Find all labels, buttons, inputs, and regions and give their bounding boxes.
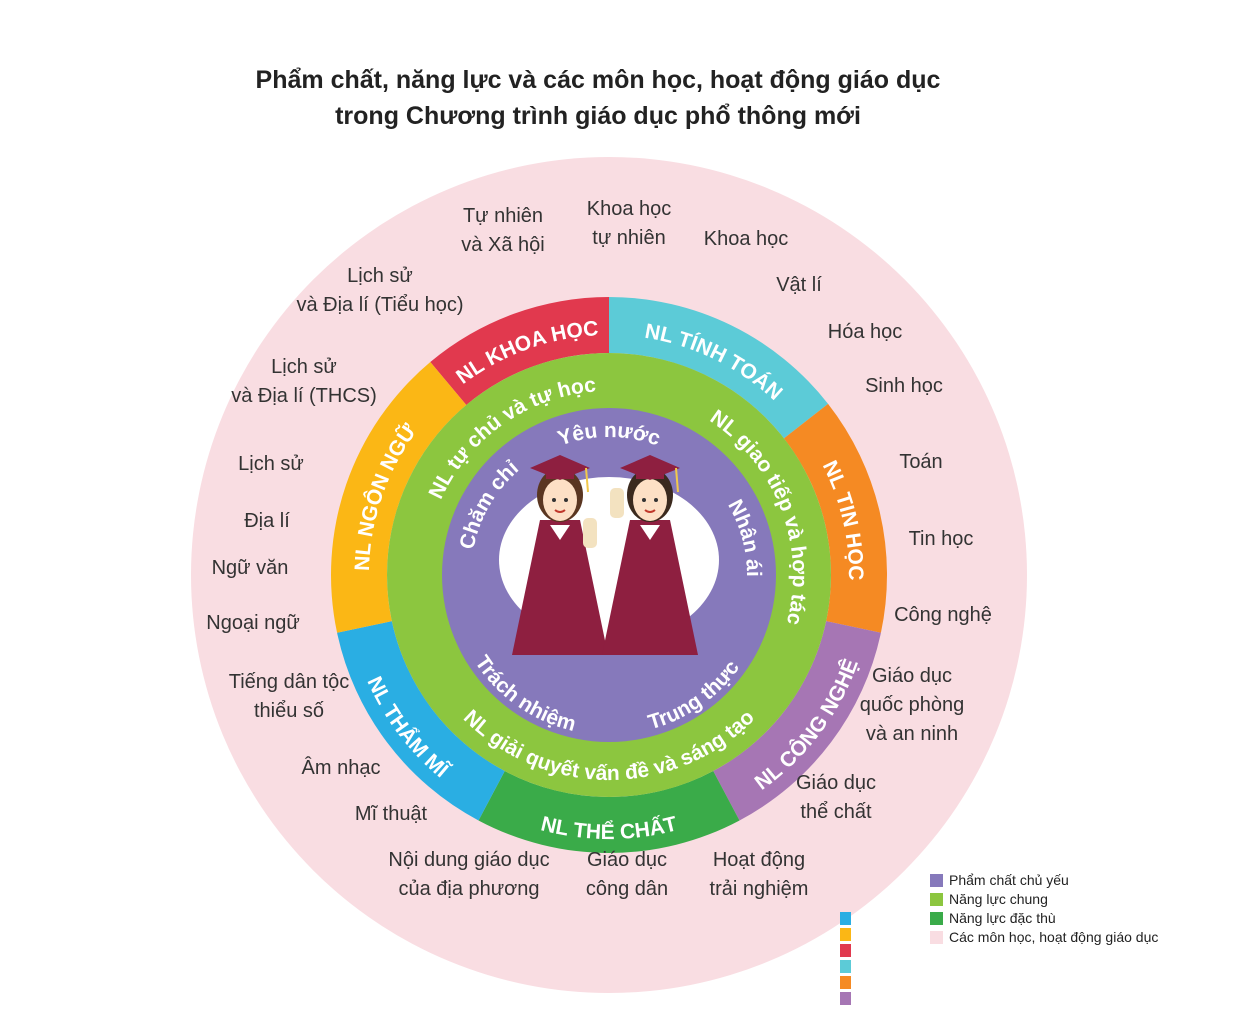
legend-label: Năng lực chung	[949, 891, 1048, 907]
legend-label: Các môn học, hoạt động giáo dục	[949, 929, 1159, 945]
legend-swatch	[930, 931, 943, 944]
diploma-icon	[610, 488, 624, 518]
subject-label: Toán	[899, 451, 942, 473]
title-line-2: trong Chương trình giáo dục phổ thông mớ…	[335, 102, 861, 130]
legend-strip-swatch	[840, 960, 851, 973]
title-line-1: Phẩm chất, năng lực và các môn học, hoạt…	[255, 66, 941, 94]
boy-graduate-icon	[602, 455, 698, 655]
specific-competency-sector	[430, 297, 609, 405]
legend-strip-swatch	[840, 944, 851, 957]
legend-item: Phẩm chất chủ yếu	[930, 872, 1069, 891]
specific-competency-sector	[783, 403, 887, 633]
legend-item: Năng lực đặc thù	[930, 910, 1056, 929]
subject-label: Lịch sử	[238, 453, 304, 475]
legend-swatch	[930, 874, 943, 887]
legend-strip-swatch	[840, 912, 851, 925]
legend-strip-swatch	[840, 992, 851, 1005]
graduates-illustration	[512, 455, 698, 655]
subject-label: Vật lí	[776, 274, 822, 296]
girl-graduate-icon	[512, 455, 608, 655]
subject-label: Mĩ thuật	[355, 803, 428, 825]
legend-item: Các môn học, hoạt động giáo dục	[930, 929, 1158, 948]
legend-strip-swatch	[840, 976, 851, 989]
subject-label: Tin học	[909, 528, 974, 550]
subject-label: Khoa học	[704, 228, 789, 250]
specific-competency-sector	[478, 771, 740, 854]
legend-label: Năng lực đặc thù	[949, 910, 1056, 926]
legend-color-strip	[840, 912, 855, 1008]
specific-competency-sector	[337, 621, 505, 821]
subject-label: Sinh học	[865, 375, 943, 397]
specific-competency-sector	[609, 297, 829, 439]
specific-competency-sector	[713, 621, 881, 821]
specific-competency-sector	[331, 362, 467, 633]
legend-swatch	[930, 893, 943, 906]
subject-label: Địa lí	[244, 510, 290, 532]
specific-competency-ring	[331, 297, 887, 854]
subject-label: Ngoại ngữ	[206, 612, 299, 634]
legend-label: Phẩm chất chủ yếu	[949, 872, 1069, 888]
legend-item: Năng lực chung	[930, 891, 1048, 910]
diagram-title: Phẩm chất, năng lực và các môn học, hoạt…	[0, 62, 1196, 134]
legend-swatch	[930, 912, 943, 925]
subject-label: Ngữ văn	[212, 557, 289, 579]
subject-label: Công nghệ	[894, 604, 992, 626]
subject-label: Hóa học	[828, 321, 903, 343]
subject-label: Âm nhạc	[302, 756, 381, 779]
legend-strip-swatch	[840, 928, 851, 941]
diploma-icon	[583, 518, 597, 548]
